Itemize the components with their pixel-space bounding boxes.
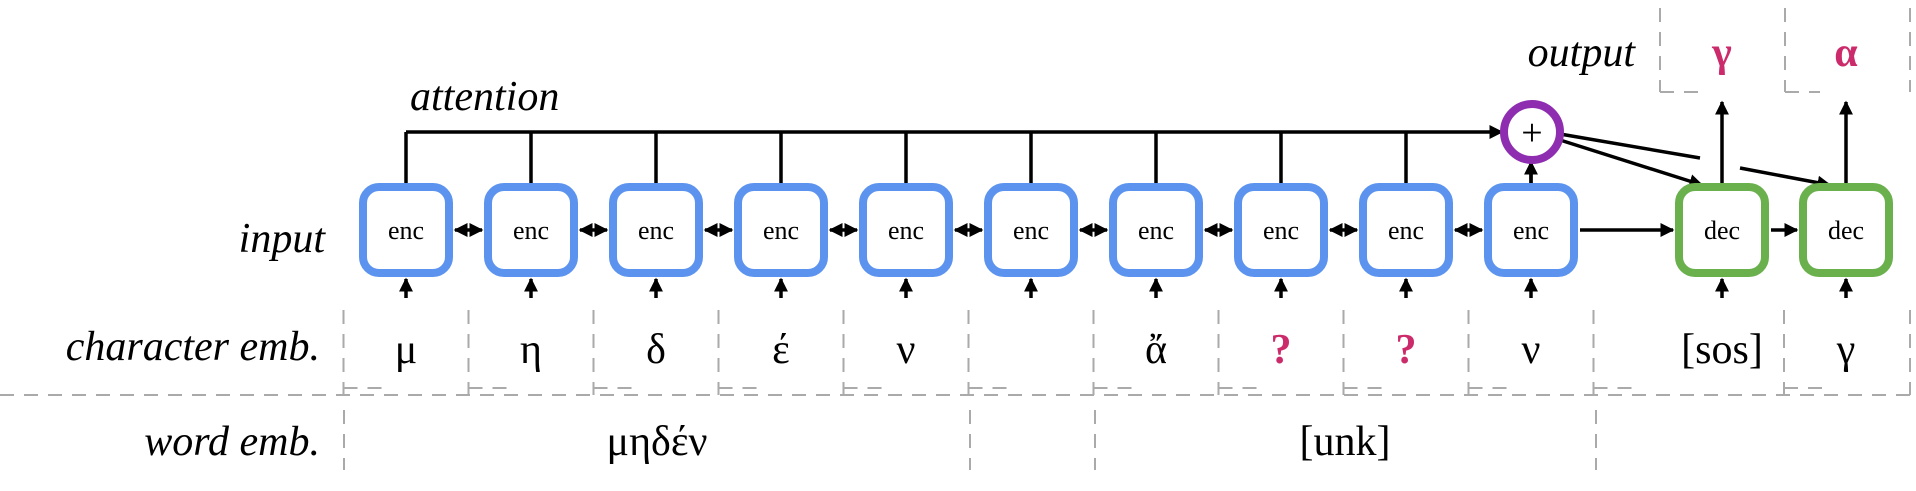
decoder-input-label: [sos] <box>1681 327 1763 373</box>
character-label: ? <box>1396 327 1417 373</box>
character-labels: μ η δ έ ν ἄ?? ν [sos] γ <box>395 327 1856 373</box>
grid-lines <box>0 8 1916 396</box>
connections <box>399 100 1853 298</box>
character-grid <box>342 310 1911 395</box>
encoder-row: enc enc enc enc enc enc enc enc enc enc <box>359 183 1578 277</box>
attention-label: attention <box>410 74 559 120</box>
encoder-box <box>359 183 453 277</box>
word-label: [unk] <box>1300 419 1391 465</box>
character-label: δ <box>646 327 666 373</box>
encoder-block: enc <box>734 183 828 277</box>
encoder-box <box>1109 183 1203 277</box>
character-label: ν <box>1522 327 1541 373</box>
encoder-label: enc <box>513 216 549 245</box>
encoder-block: enc <box>859 183 953 277</box>
word-emb-row-label: word emb. <box>144 419 320 465</box>
encoder-block: enc <box>484 183 578 277</box>
decoder-box <box>1675 183 1769 277</box>
decoder-input-label: γ <box>1836 327 1856 373</box>
attention-to-decoder <box>1559 138 1704 188</box>
encoder-label: enc <box>1138 216 1174 245</box>
attention-to-decoder <box>1739 166 1832 190</box>
encoder-label: enc <box>888 216 924 245</box>
encoder-box <box>609 183 703 277</box>
encoder-block: enc <box>1484 183 1578 277</box>
encoder-label: enc <box>1513 216 1549 245</box>
encoder-box <box>1359 183 1453 277</box>
decoder-row: dec dec <box>1675 183 1893 277</box>
output-label: γ <box>1711 30 1732 76</box>
encoder-label: enc <box>1388 216 1424 245</box>
decoder-block: dec <box>1799 183 1893 277</box>
word-grid <box>343 410 1597 470</box>
attention-node: + <box>1500 100 1564 164</box>
encoder-box <box>859 183 953 277</box>
character-label: η <box>520 327 542 373</box>
encoder-block: enc <box>359 183 453 277</box>
encoder-block: enc <box>1359 183 1453 277</box>
encoder-label: enc <box>763 216 799 245</box>
character-label: ἄ <box>1145 327 1167 373</box>
encoder-box <box>984 183 1078 277</box>
encoder-label: enc <box>1013 216 1049 245</box>
encoder-label: enc <box>638 216 674 245</box>
encoder-box <box>484 183 578 277</box>
character-label: μ <box>395 327 418 373</box>
encoder-box <box>1484 183 1578 277</box>
encoder-block: enc <box>984 183 1078 277</box>
attention-sum-circle <box>1500 100 1564 164</box>
encoder-box <box>734 183 828 277</box>
plus-icon: + <box>1521 112 1542 154</box>
attention-to-decoder-segment <box>1559 132 1701 160</box>
encoder-block: enc <box>609 183 703 277</box>
word-label: μηδέν <box>607 419 708 465</box>
encoder-box <box>1234 183 1328 277</box>
output-row-label: output <box>1528 30 1637 76</box>
character-label: έ <box>772 327 790 373</box>
input-row-label: input <box>239 216 327 262</box>
output-label: α <box>1834 30 1858 76</box>
decoder-label: dec <box>1704 216 1740 245</box>
character-label: ? <box>1271 327 1292 373</box>
character-label: ν <box>897 327 916 373</box>
encoder-block: enc <box>1234 183 1328 277</box>
encoder-label: enc <box>388 216 424 245</box>
decoder-block: dec <box>1675 183 1769 277</box>
encoder-block: enc <box>1109 183 1203 277</box>
character-emb-row-label: character emb. <box>66 324 320 370</box>
word-labels: μηδέν [unk] <box>607 419 1391 465</box>
encoder-label: enc <box>1263 216 1299 245</box>
decoder-label: dec <box>1828 216 1864 245</box>
decoder-box <box>1799 183 1893 277</box>
